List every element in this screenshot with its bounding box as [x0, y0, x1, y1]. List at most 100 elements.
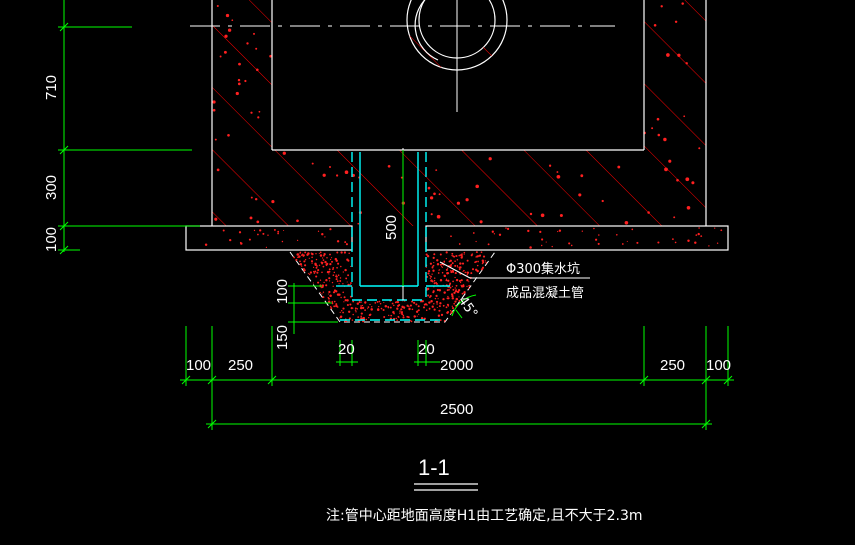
concrete-dot: [329, 258, 332, 261]
dim-20-left: 20: [338, 341, 355, 358]
concrete-dot: [346, 281, 348, 283]
dim-100-right: 100: [706, 357, 731, 374]
concrete-dot: [475, 268, 478, 271]
concrete-dot: [216, 4, 219, 8]
concrete-dot: [388, 314, 390, 317]
concrete-dot: [331, 260, 333, 263]
concrete-dot: [653, 24, 657, 27]
concrete-dot: [595, 238, 598, 241]
concrete-dot: [435, 282, 438, 285]
concrete-dot: [335, 278, 338, 281]
concrete-dot: [408, 307, 411, 311]
concrete-dot: [331, 281, 334, 284]
concrete-dot: [455, 278, 459, 282]
concrete-dot: [429, 277, 431, 280]
concrete-dot: [674, 20, 678, 24]
concrete-dot: [262, 232, 265, 235]
concrete-dot: [341, 310, 343, 312]
concrete-dot: [328, 270, 331, 273]
concrete-dot: [443, 319, 446, 322]
concrete-dot: [323, 281, 325, 284]
concrete-dot: [411, 300, 414, 303]
concrete-dot: [400, 176, 403, 179]
dim-20-right: 20: [418, 341, 435, 358]
concrete-dot: [325, 284, 328, 287]
concrete-dot: [439, 263, 442, 266]
concrete-dot: [321, 271, 323, 274]
concrete-dot: [450, 269, 452, 272]
concrete-dot: [315, 266, 318, 269]
concrete-dot: [439, 278, 443, 282]
concrete-dot: [349, 283, 351, 286]
concrete-dot: [651, 127, 654, 130]
concrete-dot: [357, 222, 360, 225]
concrete-dot: [624, 221, 629, 225]
concrete-dot: [238, 62, 241, 66]
concrete-dot: [335, 303, 338, 306]
concrete-dot: [593, 227, 595, 230]
concrete-dot: [246, 42, 249, 45]
concrete-dot: [432, 291, 435, 294]
concrete-dot: [212, 100, 216, 104]
concrete-dot: [330, 307, 333, 310]
concrete-dot: [374, 302, 377, 304]
concrete-dot: [227, 133, 230, 137]
concrete-dot: [450, 293, 454, 296]
concrete-dot: [304, 251, 307, 254]
concrete-dot: [436, 306, 438, 309]
concrete-dot: [454, 287, 456, 289]
concrete-dot: [461, 292, 464, 295]
concrete-dot: [267, 234, 269, 236]
concrete-dot: [436, 303, 438, 305]
concrete-dot: [471, 253, 474, 255]
concrete-dot: [216, 168, 220, 172]
concrete-dot: [434, 297, 437, 300]
concrete-dot: [361, 306, 365, 310]
concrete-dot: [559, 213, 563, 218]
concrete-dot: [310, 260, 314, 263]
drain-pipe: [336, 152, 450, 321]
concrete-dot: [470, 272, 473, 275]
concrete-dot: [615, 233, 618, 236]
concrete-dot: [636, 241, 639, 244]
concrete-dot: [480, 251, 483, 254]
concrete-dot: [313, 270, 315, 273]
concrete-dot: [335, 259, 338, 262]
dim-710: 710: [43, 75, 60, 100]
concrete-dot: [259, 229, 262, 232]
concrete-dot: [227, 28, 232, 32]
concrete-dot: [400, 311, 403, 314]
concrete-dot: [304, 269, 306, 272]
concrete-dot: [452, 280, 454, 283]
concrete-dot: [433, 303, 435, 305]
concrete-dot: [336, 240, 340, 243]
concrete-dot: [346, 303, 349, 307]
concrete-dot: [322, 296, 325, 299]
concrete-dot: [454, 272, 457, 275]
concrete-dot: [657, 241, 660, 244]
concrete-dot: [265, 246, 267, 248]
concrete-dot: [383, 301, 385, 303]
concrete-dot: [436, 262, 440, 266]
concrete-dot: [433, 282, 436, 285]
concrete-dot: [441, 265, 443, 267]
concrete-dot: [435, 169, 438, 172]
concrete-dot: [319, 291, 321, 294]
concrete-dot: [427, 269, 431, 273]
concrete-dot: [663, 137, 667, 142]
concrete-dot: [430, 275, 432, 278]
concrete-dot: [666, 53, 670, 57]
angle-45-label: 45°: [455, 294, 481, 321]
concrete-dot: [673, 216, 676, 219]
concrete-dot: [677, 53, 681, 57]
concrete-wall-section: [211, 0, 707, 226]
concrete-dot: [580, 174, 584, 178]
concrete-dot: [315, 275, 318, 278]
concrete-dot: [427, 272, 430, 275]
concrete-dot: [335, 174, 339, 177]
dim-250-left: 250: [228, 357, 253, 374]
concrete-dot: [324, 260, 327, 264]
gravel-fill: [293, 251, 487, 323]
concrete-dot: [466, 259, 469, 262]
concrete-dot: [319, 254, 323, 257]
